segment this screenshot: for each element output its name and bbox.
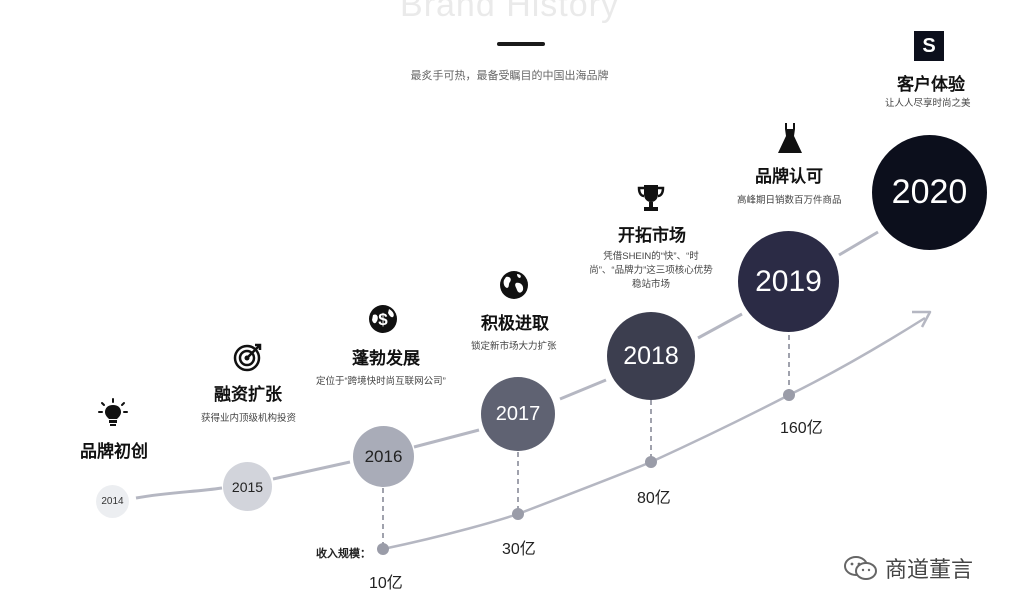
stage-description: 定位于“跨境快时尚互联网公司” [316,376,446,387]
watermark-text: 商道董言 [885,557,974,582]
year-connector-line [838,230,879,257]
stage-title: 积极进取 [481,314,549,333]
year-circle-2020: 2020 [872,135,987,250]
dress-icon [773,121,807,155]
faded-header-title: Brand History [400,0,619,24]
stage-title: 品牌认可 [755,167,823,186]
target-icon [231,340,265,374]
stage-title: 融资扩张 [214,385,282,404]
year-label: 2020 [891,173,968,211]
revenue-value: 80亿 [637,490,671,507]
revenue-dot [512,508,524,520]
year-label: 2017 [495,402,541,425]
year-connector-line [272,460,351,481]
earth-icon [497,268,531,302]
revenue-dot [783,389,795,401]
revenue-value: 10亿 [369,575,403,592]
lightbulb-icon [96,396,130,430]
year-circle-2019: 2019 [738,231,839,332]
year-label: 2016 [364,446,403,466]
watermark: 商道董言 [843,552,973,584]
year-label: 2014 [101,496,124,507]
shein-logo-icon: S [914,31,944,61]
year-label: 2015 [231,478,264,495]
svg-text:$: $ [378,310,388,329]
year-circle-2018: 2018 [607,312,695,400]
year-circle-2015: 2015 [223,462,272,511]
stage-title: 开拓市场 [618,226,686,245]
stage-description-line: 凭借SHEIN的“快”、“时 [603,251,699,262]
stage-title: 品牌初创 [80,442,148,461]
stage-title: 蓬勃发展 [352,349,420,368]
wechat-icon [844,556,877,580]
year-connector-line [413,428,480,449]
year-circle-2014: 2014 [96,485,129,518]
stage-description: 让人人尽享时尚之美 [885,98,971,109]
stage-title: 客户体验 [897,75,965,94]
trophy-icon [634,181,668,215]
revenue-dot [645,456,657,468]
stage-description: 获得业内顶级机构投资 [201,413,297,424]
revenue-value: 30亿 [502,541,536,558]
year-connector-line [697,312,743,340]
year-circle-2017: 2017 [481,377,555,451]
revenue-caption: 收入规模： [316,548,371,560]
stage-description: 高峰期日销数百万件商品 [737,195,842,206]
year-connector-line [135,486,223,500]
stage-description-line: 尚”、“品牌力”这三项核心优势 [589,264,713,276]
year-label: 2019 [755,264,822,298]
year-label: 2018 [623,341,679,370]
revenue-dot [377,543,389,555]
revenue-arrow-head [912,310,932,328]
globe-dollar-icon: $ [366,302,400,336]
revenue-value: 160亿 [780,420,823,437]
stage-description: 锁定新市场大力扩张 [471,341,557,352]
stage-description: 凭借SHEIN的“快”、“时 尚”、“品牌力”这三项核心优势 稳站市场 [577,250,725,291]
header-divider [497,42,545,46]
year-circle-2016: 2016 [353,426,414,487]
stage-description-line: 稳站市场 [631,278,670,290]
year-connector-line [559,378,607,401]
page-subtitle: 最炙手可热，最备受瞩目的中国出海品牌 [410,70,609,82]
